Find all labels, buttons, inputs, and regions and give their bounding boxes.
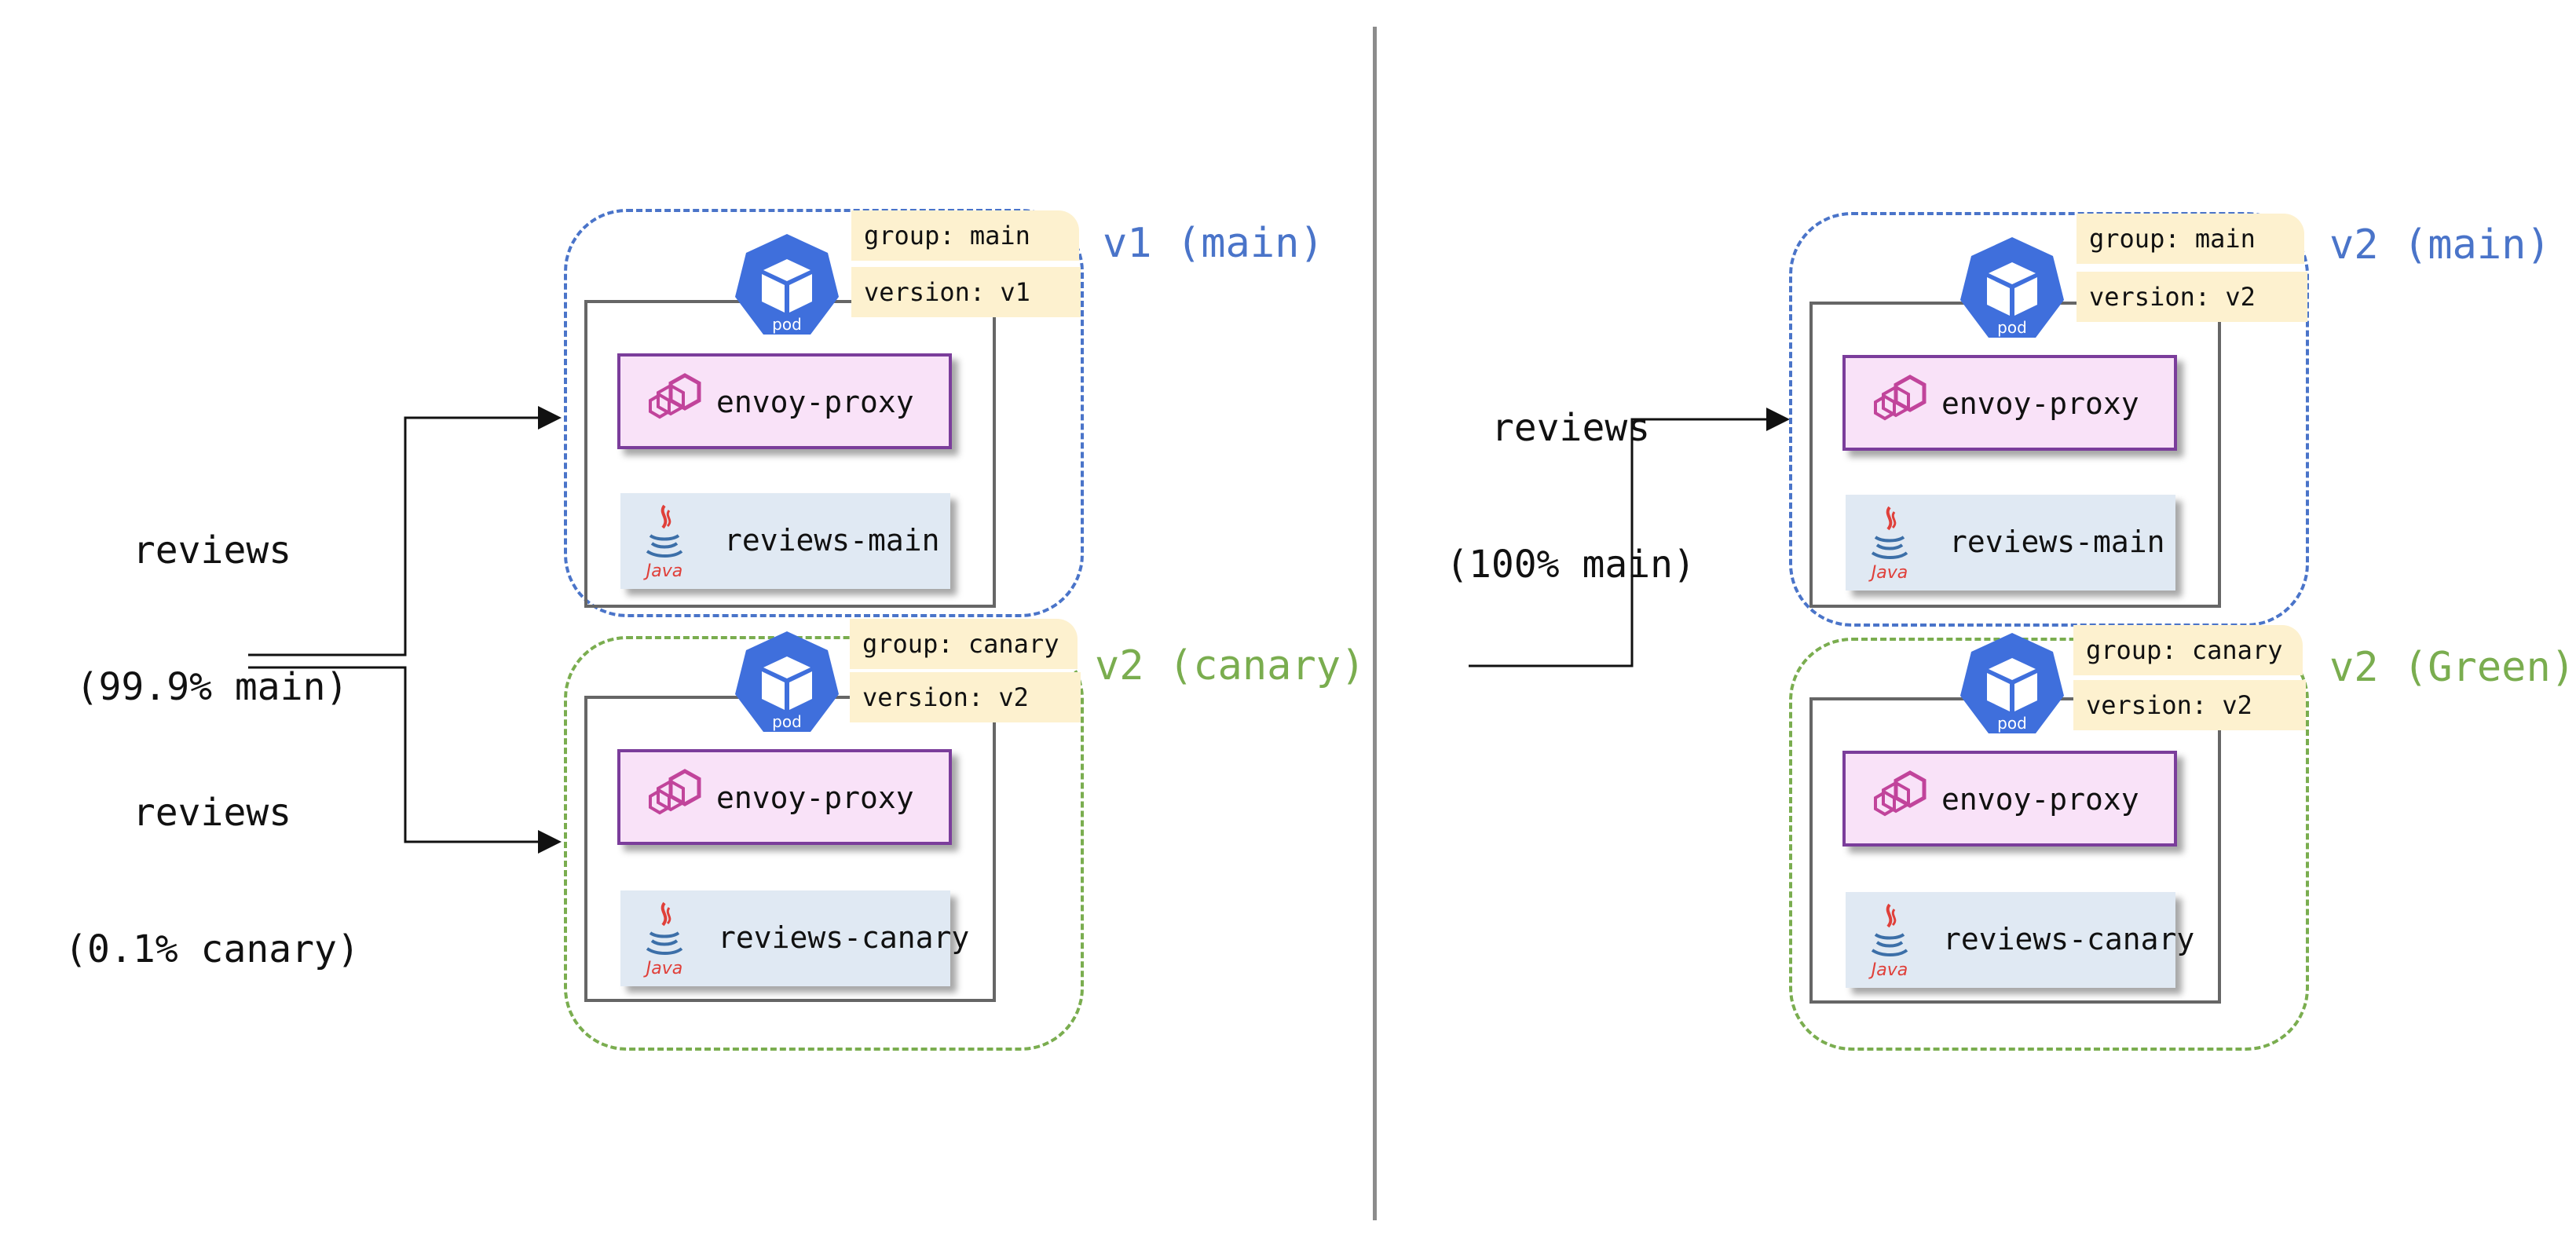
left-main-version-title: v1 (main) — [1103, 220, 1324, 267]
right-canary-version-title: v2 (Green) — [2329, 644, 2576, 691]
right-main-deployment-group — [1789, 212, 2309, 627]
pod-icon-text: pod — [1997, 318, 2027, 337]
route-label-line2: (99.9% main) — [75, 665, 349, 709]
pod-icon: pod — [1956, 630, 2069, 743]
left-canary-envoy-container: envoy-proxy — [617, 749, 952, 845]
right-main-app-container: Java reviews-main — [1846, 495, 2175, 591]
pod-icon: pod — [730, 628, 843, 741]
envoy-label: envoy-proxy — [1941, 386, 2139, 421]
envoy-label: envoy-proxy — [716, 385, 914, 419]
left-route-label-main: reviews (99.9% main) — [71, 437, 353, 755]
envoy-label: envoy-proxy — [1941, 782, 2139, 817]
left-canary-version-title: v2 (canary) — [1095, 642, 1366, 689]
pod-icon-text: pod — [772, 712, 802, 731]
pod-icon-text: pod — [772, 315, 802, 334]
envoy-icon — [1855, 372, 1934, 435]
java-icon: Java — [1866, 900, 1913, 982]
panel-divider — [1373, 27, 1377, 1220]
pod-icon: pod — [730, 231, 843, 344]
java-icon: Java — [641, 898, 688, 980]
java-icon: Java — [1866, 503, 1913, 584]
app-label: reviews-canary — [1943, 922, 2195, 956]
right-canary-deployment-group — [1789, 638, 2309, 1051]
right-main-group-tag: group: main — [2077, 214, 2304, 264]
route-label-line1: reviews — [1491, 406, 1651, 450]
envoy-label: envoy-proxy — [716, 781, 914, 815]
left-main-version-tag: version: v1 — [851, 267, 1081, 317]
pod-icon-text: pod — [1997, 714, 2027, 733]
envoy-icon — [630, 371, 708, 433]
left-route-label-canary: reviews (0.1% canary) — [63, 699, 361, 1018]
left-canary-deployment-group — [564, 636, 1084, 1051]
envoy-icon — [630, 766, 708, 829]
right-canary-app-container: Java reviews-canary — [1846, 892, 2194, 988]
left-main-group-tag: group: main — [851, 210, 1079, 261]
left-main-deployment-group — [564, 209, 1084, 617]
left-canary-route-line — [248, 666, 562, 854]
java-logo-text: Java — [643, 561, 682, 581]
left-canary-version-tag: version: v2 — [850, 672, 1081, 722]
left-main-route-line — [248, 406, 562, 656]
java-icon: Java — [641, 501, 688, 583]
right-canary-envoy-container: envoy-proxy — [1842, 751, 2177, 847]
left-main-app-container: Java reviews-main — [620, 493, 950, 589]
pod-icon: pod — [1956, 234, 2069, 347]
java-logo-text: Java — [643, 959, 682, 978]
app-label: reviews-main — [724, 523, 940, 558]
right-canary-version-tag: version: v2 — [2073, 680, 2306, 730]
route-label-line1: reviews — [132, 528, 292, 572]
left-canary-app-container: Java reviews-canary — [620, 890, 969, 986]
app-label: reviews-main — [1949, 525, 2165, 559]
java-logo-text: Java — [1868, 960, 1908, 980]
right-main-version-tag: version: v2 — [2077, 272, 2307, 322]
right-canary-group-tag: group: canary — [2073, 625, 2303, 675]
right-main-envoy-container: envoy-proxy — [1842, 355, 2177, 451]
right-main-route-line — [1469, 408, 1790, 667]
java-logo-text: Java — [1868, 563, 1908, 583]
route-label-line2: (100% main) — [1446, 543, 1696, 587]
right-route-label-main: reviews (100% main) — [1422, 314, 1720, 633]
left-canary-group-tag: group: canary — [850, 619, 1078, 669]
app-label: reviews-canary — [718, 920, 970, 955]
left-main-envoy-container: envoy-proxy — [617, 353, 952, 449]
route-label-line1: reviews — [132, 791, 292, 835]
envoy-icon — [1855, 768, 1934, 831]
route-label-line2: (0.1% canary) — [64, 927, 360, 971]
right-main-version-title: v2 (main) — [2329, 221, 2551, 269]
